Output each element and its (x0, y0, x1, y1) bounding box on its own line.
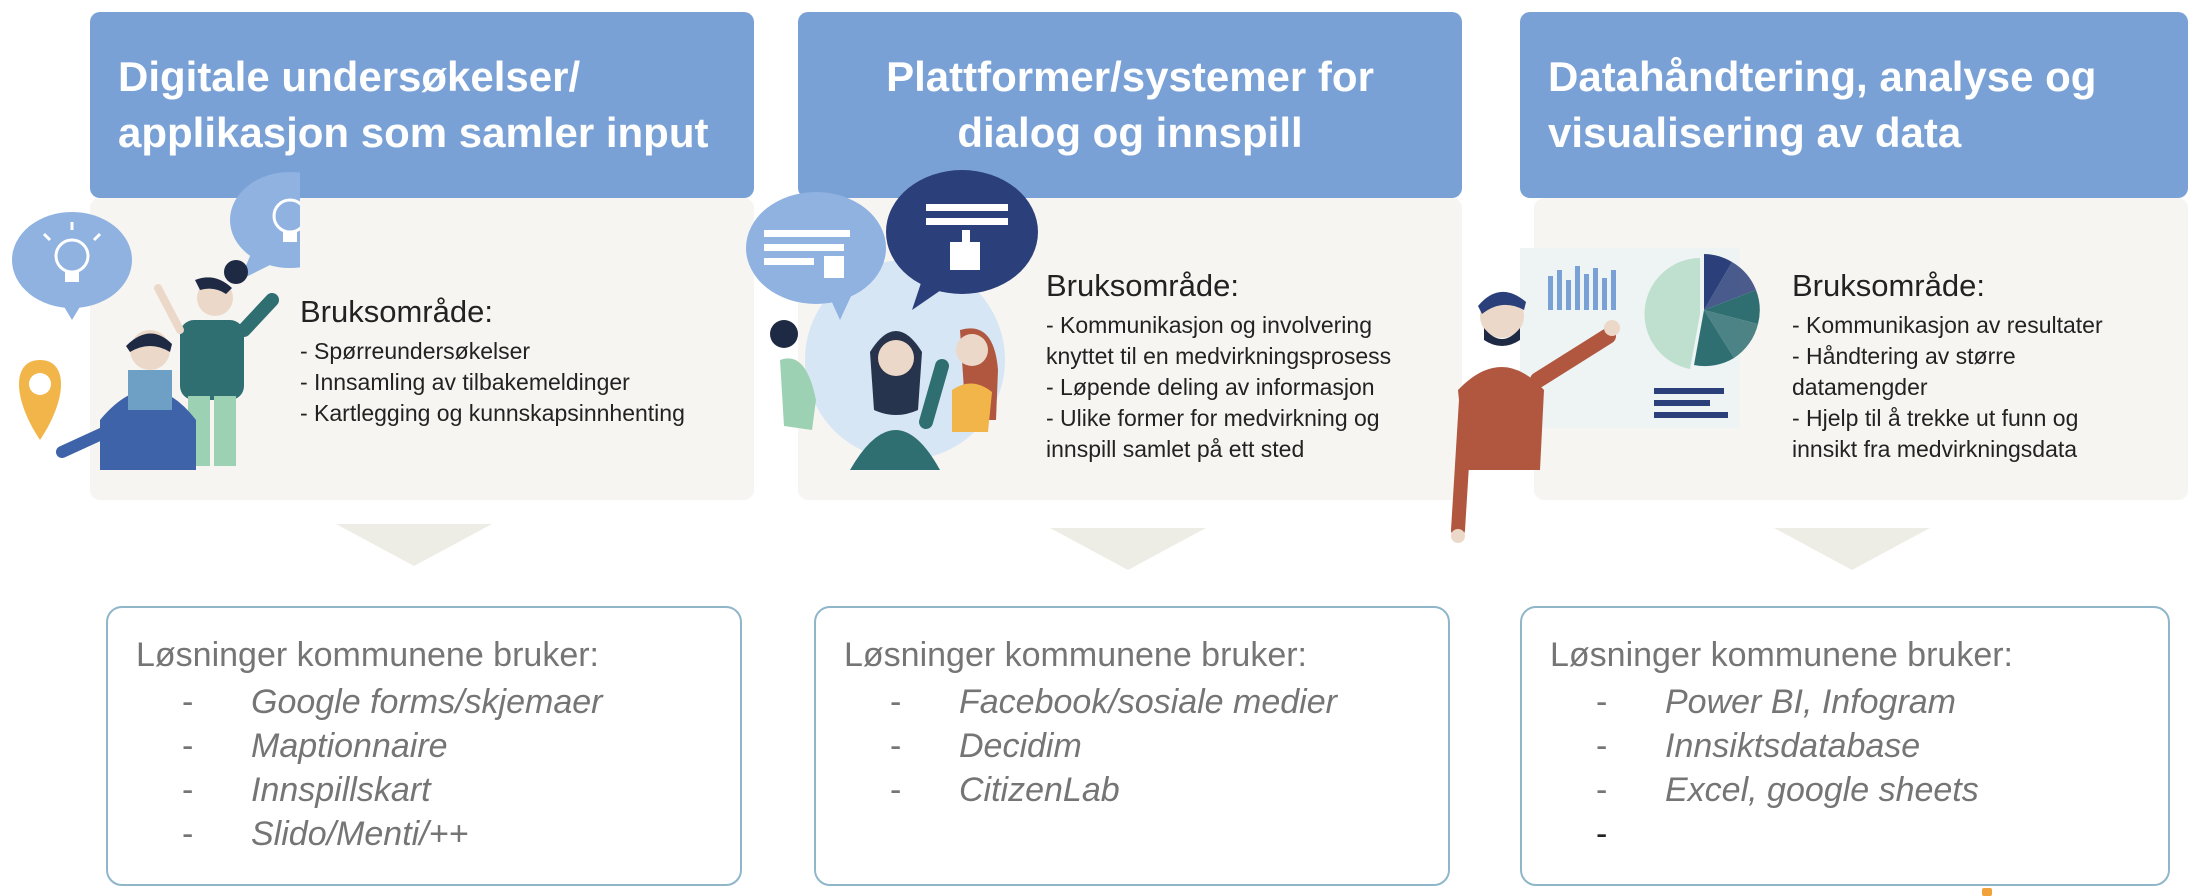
usage-title: Bruksområde: (1046, 268, 1239, 303)
solution-text: Google forms/skjemaer (251, 683, 603, 721)
usage-item: - Kommunikasjon av resultater (1792, 312, 2103, 338)
bullet-dash: - (182, 815, 194, 853)
header-line: visualisering av data (1548, 109, 1962, 156)
thumbs-down-icon (746, 192, 886, 320)
usage-item: knyttet til en medvirkningsprosess (1046, 343, 1392, 369)
solution-text: Power BI, Infogram (1665, 683, 1957, 721)
header-line: dialog og innspill (957, 109, 1303, 156)
people-illustration-platforms (746, 170, 1038, 470)
bullet-dash: - (1596, 727, 1608, 765)
bullet-dash: - (890, 771, 902, 809)
solution-text: Innspillskart (251, 771, 431, 809)
header-line: Digitale undersøkelser/ (118, 53, 581, 100)
card-header: Digitale undersøkelser/ applikasjon som … (90, 12, 754, 198)
usage-item: innspill samlet på ett sted (1046, 436, 1305, 462)
decorative-mark (1982, 888, 1992, 896)
usage-item: - Kartlegging og kunnskapsinnhenting (300, 400, 685, 426)
bullet-dash: - (890, 683, 902, 721)
bullet-dash: - (1596, 771, 1608, 809)
solution-text: Facebook/sosiale medier (959, 683, 1337, 721)
bar-chart-icon (1548, 266, 1616, 310)
down-arrow (1050, 528, 1206, 570)
usage-item: - Kommunikasjon og involvering (1046, 312, 1372, 338)
solution-text: Excel, google sheets (1665, 771, 1979, 809)
solutions-box: Løsninger kommunene bruker: - Google form… (106, 606, 742, 886)
usage-item: - Spørreundersøkelser (300, 338, 531, 364)
usage-item: - Løpende deling av informasjon (1046, 374, 1375, 400)
thumbs-up-icon (886, 170, 1038, 310)
header-line: Plattformer/systemer for (886, 53, 1374, 100)
usage-item: - Ulike former for medvirkning og (1046, 405, 1380, 431)
usage-item: - Hjelp til å trekke ut funn og (1792, 405, 2079, 431)
usage-item: - Håndtering av større (1792, 343, 2016, 369)
people-illustration-surveys (12, 172, 300, 470)
header-line: applikasjon som samler input (118, 109, 709, 156)
usage-section: Bruksområde: - Spørreundersøkelser - Inn… (300, 292, 685, 429)
lightbulb-icon (12, 212, 132, 320)
lightbulb-icon (230, 172, 300, 280)
solutions-title: Løsninger kommunene bruker: (1550, 636, 2014, 674)
usage-title: Bruksområde: (1792, 268, 1985, 303)
solutions-title: Løsninger kommunene bruker: (136, 636, 600, 674)
solutions-title: Løsninger kommunene bruker: (844, 636, 1308, 674)
solutions-box: Løsninger kommunene bruker: - Power BI, I… (1520, 606, 2170, 886)
down-arrow (336, 524, 492, 566)
pie-chart-icon (1644, 254, 1760, 369)
bullet-dash: - (182, 683, 194, 721)
presenter-illustration (1451, 248, 1760, 543)
bullet-dash: - (1596, 815, 1608, 853)
down-arrow (1774, 528, 1930, 570)
solution-text: Decidim (959, 727, 1082, 765)
usage-item: - Innsamling av tilbakemeldinger (300, 369, 630, 395)
solutions-box: Løsninger kommunene bruker: - Facebook/so… (814, 606, 1450, 886)
bullet-dash: - (890, 727, 902, 765)
bullet-dash: - (1596, 683, 1608, 721)
solution-text: Slido/Menti/++ (251, 815, 469, 853)
usage-title: Bruksområde: (300, 294, 493, 329)
usage-section: Bruksområde: - Kommunikasjon av resultat… (1792, 266, 2103, 465)
usage-item: innsikt fra medvirkningsdata (1792, 436, 2078, 462)
solution-text: Maptionnaire (251, 727, 448, 765)
bullet-dash: - (182, 771, 194, 809)
solution-text: CitizenLab (959, 771, 1120, 809)
solution-text: Innsiktsdatabase (1665, 727, 1921, 765)
bullet-dash: - (182, 727, 194, 765)
location-pin-icon (19, 360, 61, 440)
card-header: Plattformer/systemer for dialog og innsp… (798, 12, 1462, 198)
usage-item: datamengder (1792, 374, 1928, 400)
usage-section: Bruksområde: - Kommunikasjon og involver… (1046, 266, 1391, 465)
card-header: Datahåndtering, analyse og visualisering… (1520, 12, 2188, 198)
header-line: Datahåndtering, analyse og (1548, 53, 2097, 100)
